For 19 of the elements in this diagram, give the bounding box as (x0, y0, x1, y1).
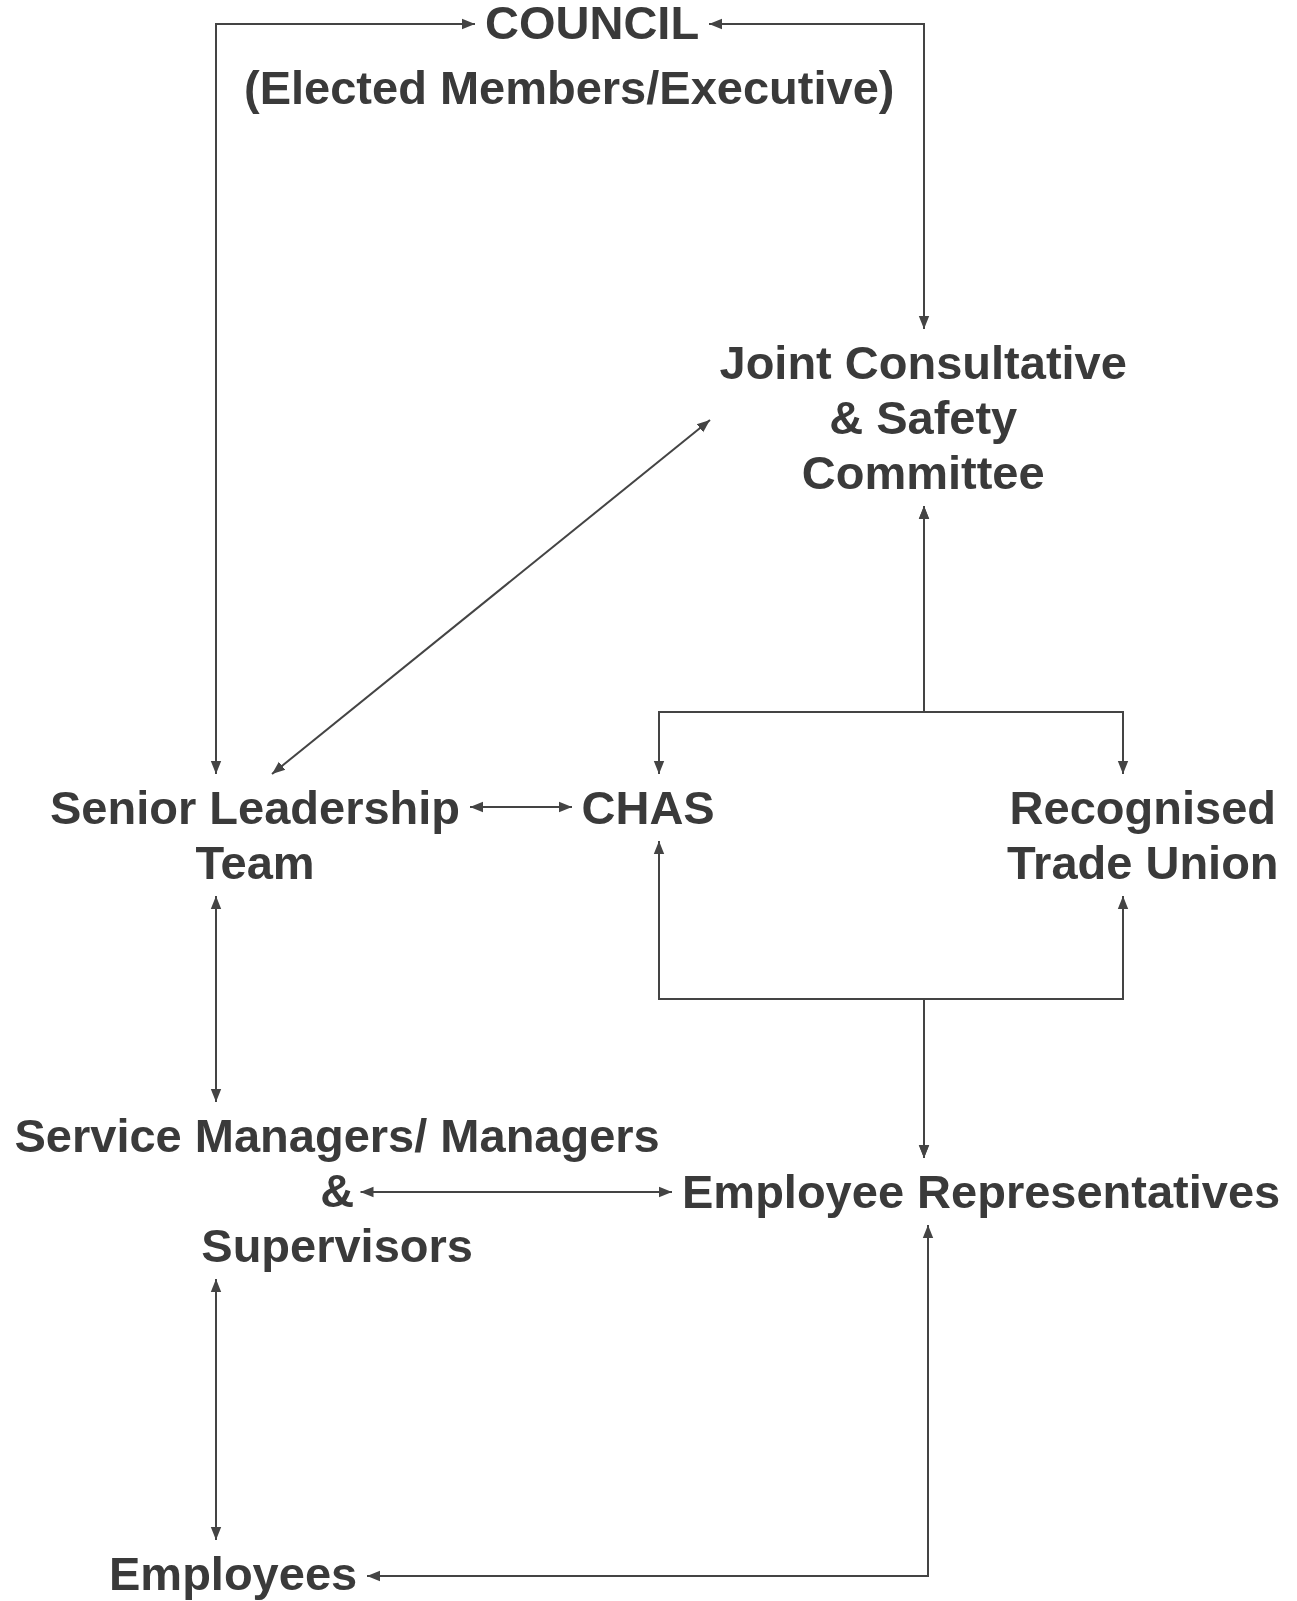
org-unit-label: Employee Representatives (672, 1164, 1291, 1219)
arrow (271, 419, 711, 775)
org-unit-label: Recognised Trade Union (997, 780, 1289, 890)
arrow (210, 18, 476, 775)
arrow (210, 895, 222, 1103)
arrow (708, 18, 930, 330)
arrow (918, 505, 1129, 775)
org-unit-label: Senior Leadership Team (40, 780, 471, 890)
arrow (359, 1186, 673, 1198)
arrow (469, 801, 573, 813)
org-unit-label: Joint Consultative & Safety Committee (709, 335, 1137, 500)
org-unit-label: COUNCIL (475, 0, 710, 46)
org-unit-label: CHAS (571, 780, 725, 835)
arrow (210, 1278, 222, 1541)
arrow (366, 1224, 934, 1582)
org-unit-label: Employees (99, 1546, 368, 1601)
arrow (918, 895, 1129, 1159)
org-unit-label: Service Managers/ Managers & Supervisors (4, 1108, 670, 1273)
unit-caption: (Elected Members/Executive) (244, 60, 895, 115)
